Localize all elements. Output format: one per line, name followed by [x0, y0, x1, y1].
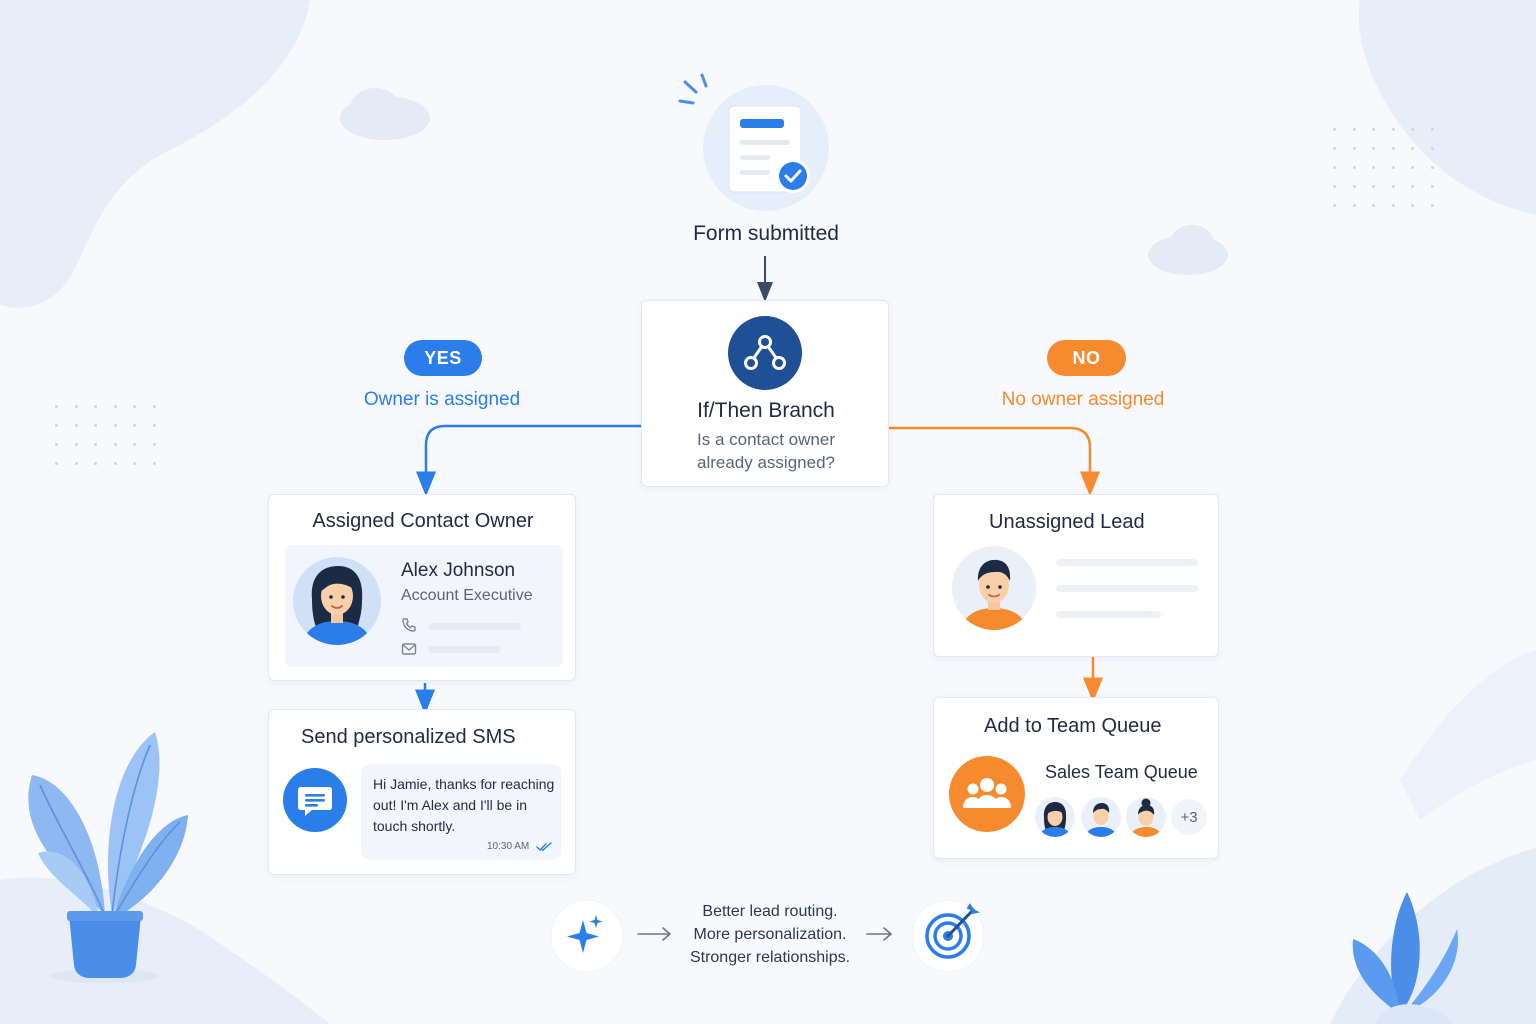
branch-question-line1: Is a contact owner [697, 430, 835, 449]
form-check-icon [678, 73, 829, 211]
lead-placeholder-bar-1 [1056, 559, 1198, 566]
chat-icon [283, 768, 347, 832]
owner-avatar [293, 557, 381, 645]
arrow-right-icon [866, 927, 893, 941]
queue-extra-count: +3 [1171, 799, 1207, 835]
no-branch-label: No owner assigned [1001, 389, 1165, 410]
assigned-owner-title: Assigned Contact Owner [312, 510, 534, 532]
email-placeholder-bar [428, 646, 501, 653]
trigger-label: Form submitted [693, 222, 839, 245]
lead-placeholder-bar-3 [1056, 611, 1161, 618]
owner-profile-panel: Alex Johnson Account Executive [285, 545, 563, 667]
mail-icon [401, 643, 417, 655]
yes-pill: YES [404, 340, 482, 376]
team-icon [949, 756, 1025, 832]
lead-placeholder-bar-2 [1056, 585, 1198, 592]
footer-tagline: Better lead routing. More personalizatio… [680, 900, 860, 969]
sms-message-line2: out! I'm Alex and I'll be in [373, 797, 527, 813]
queue-member-avatar [1081, 797, 1121, 837]
queue-member-avatar [1126, 797, 1166, 837]
yes-branch-label: Owner is assigned [363, 389, 521, 410]
unassigned-lead-card: Unassigned Lead [933, 494, 1219, 657]
plant-left-illustration [28, 732, 188, 978]
unassigned-lead-title: Unassigned Lead [989, 511, 1145, 533]
owner-name: Alex Johnson [401, 560, 516, 581]
footer-line2: More personalization. [693, 926, 847, 943]
queue-member-avatar [1035, 797, 1075, 837]
sms-timestamp: 10:30 AM [487, 841, 530, 852]
assigned-owner-card: Assigned Contact Owner Alex Johnson Acco… [268, 494, 576, 681]
branch-title: If/Then Branch [697, 399, 835, 422]
lead-avatar [952, 546, 1036, 630]
footer-line1: Better lead routing. [702, 903, 838, 920]
sms-message-line1: Hi Jamie, thanks for reaching [373, 776, 555, 792]
phone-placeholder-bar [428, 623, 521, 630]
sparkle-icon [550, 899, 624, 973]
sms-message-bubble: Hi Jamie, thanks for reaching out! I'm A… [361, 764, 561, 860]
arrow-right-icon [637, 927, 672, 941]
dot-grid-left [55, 405, 172, 465]
phone-icon [402, 618, 416, 632]
plant-right-illustration [1352, 892, 1458, 1024]
team-queue-card: Add to Team Queue Sales Team Queue [933, 697, 1219, 859]
team-queue-title: Add to Team Queue [984, 715, 1162, 737]
footer-line3: Stronger relationships. [689, 949, 851, 966]
branch-node: If/Then Branch Is a contact owner alread… [641, 300, 889, 487]
queue-name: Sales Team Queue [1045, 762, 1198, 782]
no-pill: NO [1047, 340, 1126, 376]
double-check-icon [536, 842, 552, 851]
sms-message-line3: touch shortly. [373, 818, 456, 834]
branch-question-line2: already assigned? [697, 453, 835, 472]
owner-role: Account Executive [401, 587, 533, 604]
dot-grid-right [1333, 128, 1450, 207]
target-icon [911, 899, 985, 973]
trigger-node: Form submitted [676, 70, 856, 260]
branch-icon [728, 316, 802, 390]
sms-title: Send personalized SMS [301, 726, 516, 748]
sms-card: Send personalized SMS Hi Jamie, thanks f… [268, 709, 576, 875]
